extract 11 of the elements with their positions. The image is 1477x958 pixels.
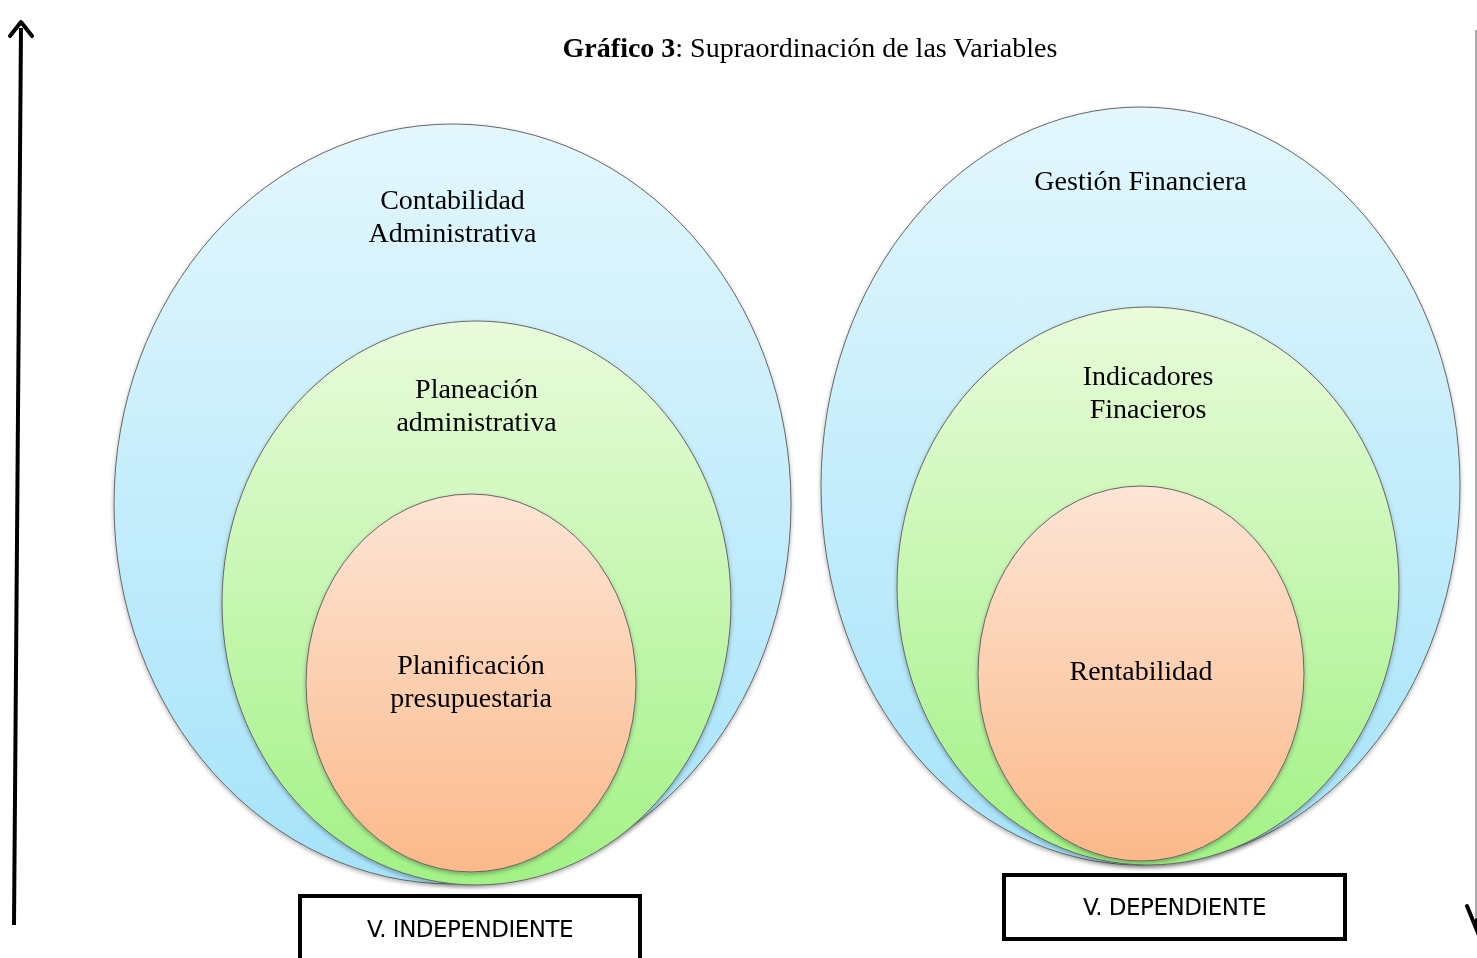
oval-label: Indicadores Finacieros — [1081, 359, 1215, 425]
title: Gráfico 3: Supraordinación de las Variables — [561, 32, 1059, 64]
variable-box — [1002, 873, 1347, 941]
oval-label: Planificación presupuestaria — [389, 648, 553, 714]
variable-label: V. INDEPENDIENTE — [366, 916, 573, 942]
oval-label: Contabilidad Administrativa — [367, 183, 538, 249]
variable-box — [298, 894, 642, 958]
variable-label: V. DEPENDIENTE — [1082, 894, 1267, 920]
oval-label: Planeación administrativa — [395, 372, 558, 438]
oval-label: Gestión Financiera — [1034, 164, 1247, 197]
oval-label: Rentabilidad — [1069, 654, 1213, 687]
